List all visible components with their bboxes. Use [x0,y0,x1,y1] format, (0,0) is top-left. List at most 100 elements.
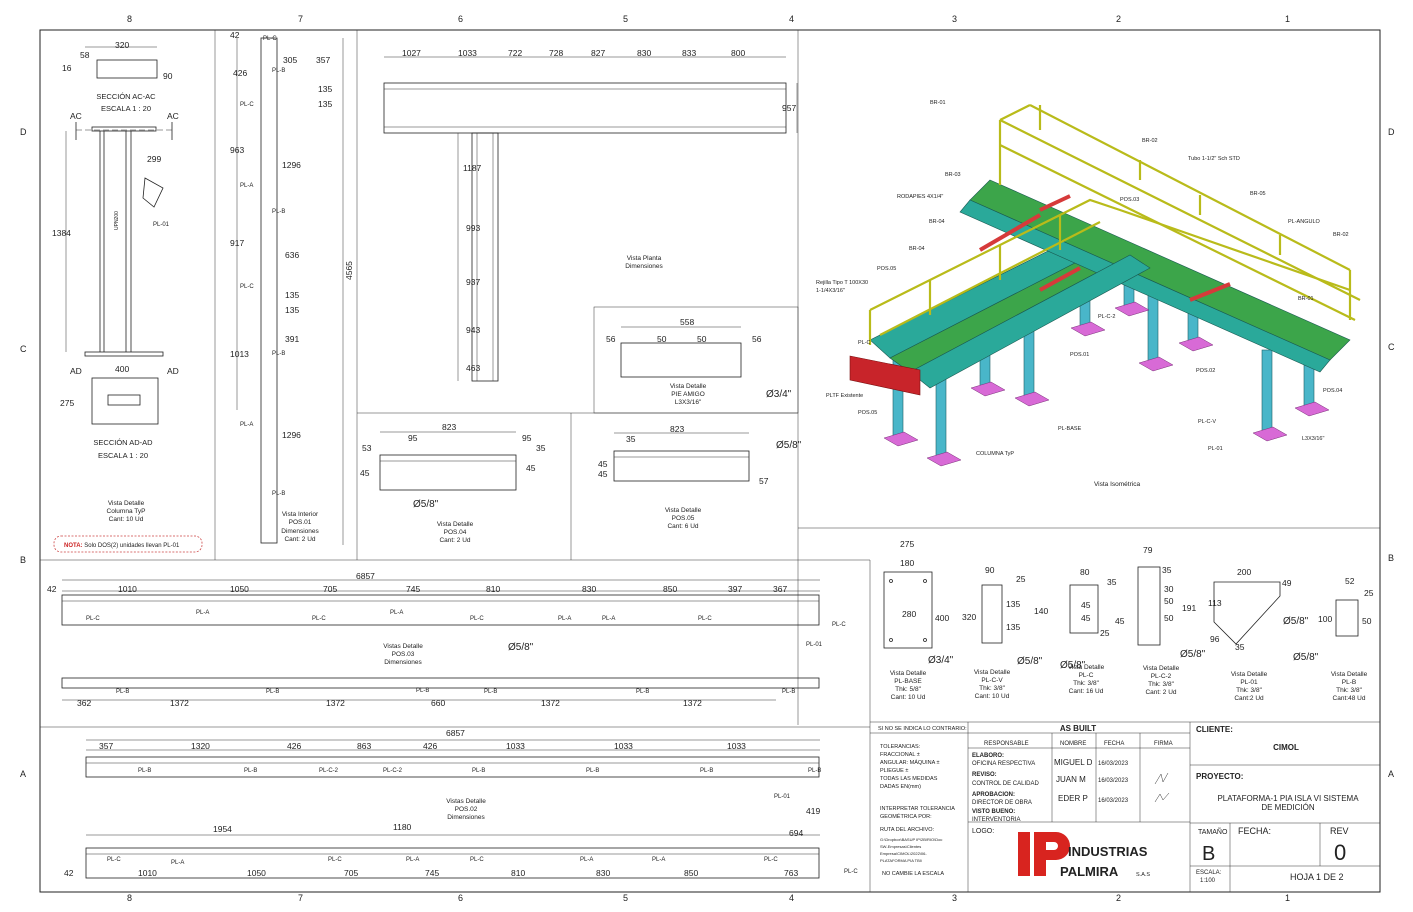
dim: 850 [663,584,677,594]
dim: 50 [1164,613,1174,623]
dim: 1372 [683,698,702,708]
plate-label: PL-B [808,768,821,774]
plate-label: PL-C [263,36,277,42]
dim: 827 [591,48,605,58]
tb-proyecto: PLATAFORMA-1 PIA ISLA VI SISTEMA [1217,794,1359,803]
tb-role: REVISO: [972,772,997,778]
caption: Vista Planta [627,255,662,262]
dim: 800 [731,48,745,58]
section-marker: AC [167,111,179,121]
dim: 705 [344,868,358,878]
zone-side: D [20,127,27,137]
plate-label: PL-A [652,857,665,863]
dim: 397 [728,584,742,594]
dim: 850 [684,868,698,878]
plate-label: PL-B [416,688,429,694]
section-marker: AC [70,111,82,121]
plate-label: PL-A [390,610,403,616]
caption: Cant: 16 Ud [1069,688,1104,695]
zone-bottom: 3 [952,893,957,903]
dim: 50 [697,334,707,344]
caption: Vistas Detalle [383,643,423,650]
dim: 320 [115,40,129,50]
dim: 180 [900,558,914,568]
tb-text: GEOMÉTRICA POR: [880,813,932,820]
dim: 95 [408,433,418,443]
dim: 1050 [230,584,249,594]
iso-label: PL-ANGULO [1288,219,1321,225]
section-scale: ESCALA 1 : 20 [98,451,148,460]
dim: 90 [163,71,173,81]
dim: 90 [985,565,995,575]
dim: 299 [147,154,161,164]
caption: Vistas Detalle [446,798,486,805]
dim: 25 [1016,574,1026,584]
dim: 42 [47,584,57,594]
dim: 1033 [727,741,746,751]
hole-callout: Ø5/8" [413,499,439,510]
caption: PL-C-2 [1151,673,1172,680]
plate-label: PL-B [244,768,257,774]
dim: 135 [1006,622,1020,632]
tb-text: SI NO SE INDICA LO CONTRARIO: [878,726,967,732]
section-title: SECCIÓN AD-AD [93,438,153,447]
dim: 200 [1237,567,1251,577]
tb-text: SW-Empresas\Clientes [880,844,921,849]
profile-label: UPN200 [114,211,120,230]
zone-side: D [1388,127,1395,137]
tb-text: PLIEGUE ± [880,768,908,774]
tb-proyecto-label: PROYECTO: [1196,772,1243,781]
hole-callout: Ø5/8" [1293,652,1319,663]
dim: 1050 [247,868,266,878]
iso-label: PLTF Existente [826,393,863,399]
iso-label: BR-05 [1250,191,1266,197]
plate-label: PL-C [107,857,121,863]
dim: 1296 [282,160,301,170]
dim: 30 [1164,584,1174,594]
dim: 95 [522,433,532,443]
dim: 937 [466,277,480,287]
plate-label: PL-A [240,183,253,189]
tb-cliente-label: CLIENTE: [1196,725,1233,734]
tb-name: JUAN M [1056,775,1086,784]
plate-label: PL-A [171,860,184,866]
caption: POS.01 [289,519,312,526]
dim: 45 [1081,600,1091,610]
iso-label: L3X3/16" [1302,436,1324,442]
dim: 1010 [118,584,137,594]
zone-side: B [1388,553,1394,563]
dim: 400 [935,613,949,623]
plate-label: PL-B [266,689,279,695]
vista-interior: 42 426 305 357 135 135 963 1296 917 636 … [230,30,354,545]
zone-top: 1 [1285,14,1290,24]
dim: 1372 [326,698,345,708]
dim: 42 [230,30,240,40]
dim: 810 [486,584,500,594]
tb-text: NO CAMBIE LA ESCALA [882,871,944,877]
hole-callout: Ø5/8" [1017,656,1043,667]
zone-bottom: 1 [1285,893,1290,903]
plate-label: PL-A [196,610,209,616]
dim: 320 [962,612,976,622]
dim: 16 [62,63,72,73]
tb-text: TODAS LAS MEDIDAS [880,776,938,782]
iso-label: POS.05 [877,266,896,272]
caption: Vista Detalle [437,521,474,528]
caption: POS.02 [455,806,478,813]
dim: 113 [1208,598,1222,608]
tb-text: PLATAFORMA PIA TBI\ [880,858,923,863]
iso-label: PL-01 [1208,446,1223,452]
dim: 830 [582,584,596,594]
plate-label: PL-01 [153,222,170,228]
dim: 25 [1364,588,1374,598]
tb-col: RESPONSABLE [984,741,1029,747]
dim: 830 [596,868,610,878]
iso-label: COLUMNA TyP [976,451,1014,457]
tb-col: FECHA [1104,741,1124,747]
tb-who: DIRECTOR DE OBRA [972,800,1032,806]
dim: 1033 [614,741,633,751]
company-logo: INDUSTRIAS PALMIRA S.A.S [1018,832,1150,879]
tb-text: FRACCIONAL ± [880,752,920,758]
caption: PL-B [1342,679,1356,686]
plate-details: 275 180 280 400 Ø3/4" 90 25 135 320 135 … [883,539,1374,702]
